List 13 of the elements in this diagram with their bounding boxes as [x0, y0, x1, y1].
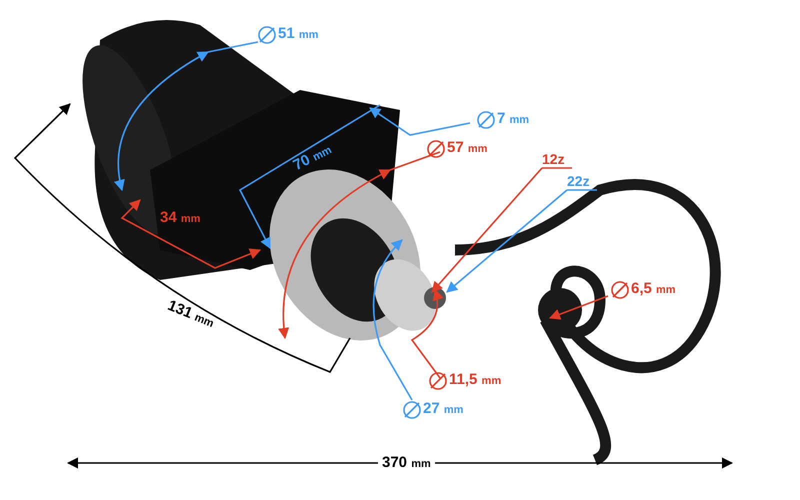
- dimension-label: 51 mm: [278, 24, 318, 44]
- tooth-count-label: 12z: [542, 150, 565, 168]
- dimension-label: 6,5 mm: [631, 279, 676, 299]
- dimension-label: 11,5 mm: [449, 370, 502, 390]
- leader-line: [431, 167, 573, 293]
- dimension-label: 34 mm: [160, 208, 200, 228]
- dimension-label: 57 mm: [447, 138, 488, 158]
- tooth-count-label: 22z: [567, 172, 590, 190]
- dimension-label: 70 mm: [290, 143, 335, 176]
- leader-line: [446, 189, 598, 293]
- dimension-label: 131 mm: [164, 296, 216, 332]
- dimension-label: 7 mm: [497, 109, 530, 129]
- dimension-label: 27 mm: [423, 399, 464, 419]
